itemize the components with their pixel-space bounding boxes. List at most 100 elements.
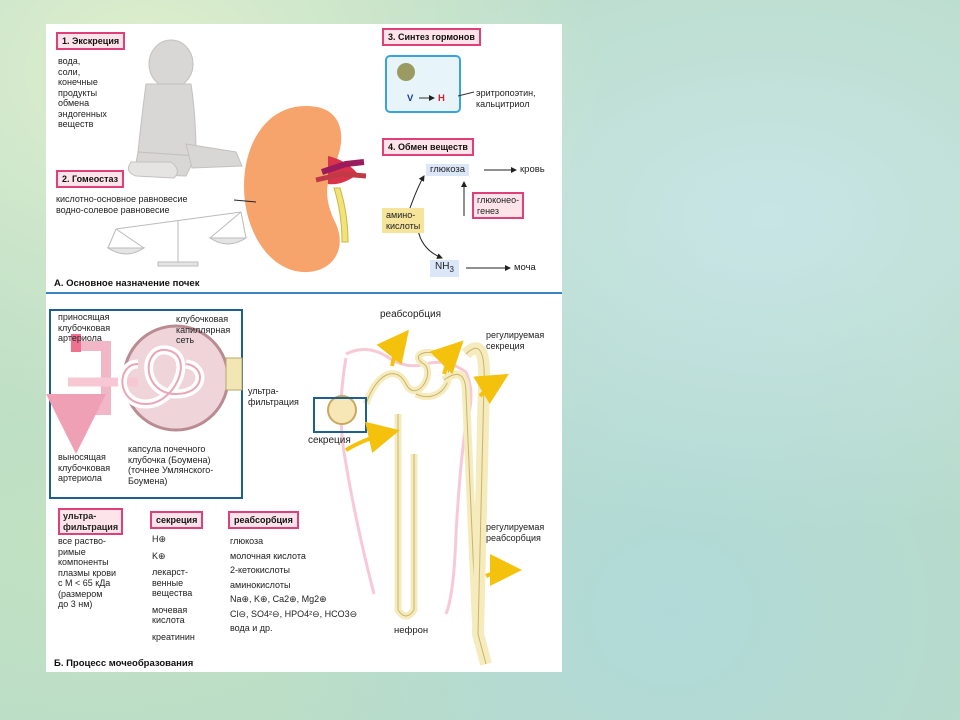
blood-label: кровь xyxy=(520,164,545,175)
reg-secretion-line: регулируемая xyxy=(486,330,545,340)
reabsorption-tag: реабсорбция xyxy=(228,511,299,529)
nh3-subscript: 3 xyxy=(449,265,454,274)
reabsorption-item: глюкоза xyxy=(230,536,264,546)
reabsorption-item: вода и др. xyxy=(230,623,273,633)
ultrafiltration-list: все раство- римые компоненты плазмы кров… xyxy=(58,536,116,610)
secretion-item: мочевая xyxy=(152,604,188,615)
cell-nucleus xyxy=(397,63,415,81)
amino-acids-box: амино- кислоты xyxy=(382,208,425,233)
secretion-item: лекарст- xyxy=(152,567,189,577)
section-b-art xyxy=(46,309,522,666)
efferent-line: выносящая xyxy=(58,452,106,462)
nh3-box: NH3 xyxy=(430,260,459,277)
ultrafiltration-item: до 3 нм) xyxy=(58,599,93,609)
section-a-art xyxy=(106,39,517,273)
excretion-list: вода, соли, конечные продукты обмена энд… xyxy=(58,56,107,130)
reabsorption-item: аминокислоты xyxy=(230,579,291,590)
regulated-secretion-label: регулируемая секреция xyxy=(486,330,544,351)
capsule-line: (точнее Умлянского- xyxy=(128,465,214,475)
ultrafiltration-line: ультра- xyxy=(248,386,279,396)
reabsorption-arrow-label: реабсорбция xyxy=(380,309,441,320)
h-label: H xyxy=(438,93,445,104)
v-label: V xyxy=(407,93,414,104)
ultrafiltration-item: с M < 65 кДа xyxy=(58,578,111,588)
kidney-illustration xyxy=(244,106,367,273)
secretion-list: H⊕ K⊕ лекарст- венные вещества мочевая к… xyxy=(152,534,195,642)
gluconeogenesis-box: глюконео- генез xyxy=(472,192,525,219)
urine-label: моча xyxy=(514,262,536,273)
homeostasis-label: 2. Гомеостаз xyxy=(56,170,125,188)
ultrafiltration-line: фильтрация xyxy=(248,396,299,407)
secretion-item: креатинин xyxy=(152,631,195,642)
excretion-label: 1. Экскреция xyxy=(56,32,126,50)
hormone-cell-box xyxy=(385,55,461,113)
child-illustration xyxy=(127,39,243,179)
efferent-line: клубочковая xyxy=(58,462,111,473)
secretion-item: вещества xyxy=(152,588,193,598)
hormone-products: эритропоэтин, кальцитриол xyxy=(476,88,536,109)
ultrafiltration-item: все раство- xyxy=(58,536,107,546)
capillary-network-label: клубочковая капиллярная сеть xyxy=(176,314,230,346)
reg-reabsorption-line: реабсорбция xyxy=(486,532,541,543)
afferent-line: артериола xyxy=(58,333,102,343)
excretion-item: веществ xyxy=(58,119,94,129)
ultrafiltration-item: римые xyxy=(58,546,86,557)
glomerulus-illustration xyxy=(46,324,243,454)
nephron-zoom-box xyxy=(313,397,367,433)
textbook-page: 1. Экскреция вода, соли, конечные продук… xyxy=(46,24,562,672)
reabsorption-list: глюкоза молочная кислота 2-кетокислоты а… xyxy=(230,534,357,636)
efferent-arteriole-label: выносящая клубочковая артериола xyxy=(58,452,110,484)
hormones-label: 3. Синтез гормонов xyxy=(382,28,481,46)
capsule-line: капсула почечного xyxy=(128,444,206,454)
excretion-item: продукты xyxy=(58,87,98,98)
reabsorption-item: 2-кетокислоты xyxy=(230,565,290,575)
ultrafiltration-tag-line: фильтрация xyxy=(63,521,119,532)
capillary-line: капиллярная xyxy=(176,324,231,335)
reg-secretion-line: секреция xyxy=(486,340,525,351)
reabsorption-item: Na⊕, K⊕, Ca2⊕, Mg2⊕ xyxy=(230,594,327,604)
excretion-item: соли, xyxy=(58,66,81,77)
reabsorption-item: молочная кислота xyxy=(230,550,306,561)
capsule-line: клубочка (Боумена) xyxy=(128,454,211,465)
secretion-item: K⊕ xyxy=(152,550,166,561)
capsule-label: капсула почечного клубочка (Боумена) (то… xyxy=(128,444,213,486)
metabolism-label: 4. Обмен веществ xyxy=(382,138,474,156)
ultrafiltration-item: компоненты xyxy=(58,557,109,567)
efferent-line: артериола xyxy=(58,473,102,483)
hormone-product: кальцитриол xyxy=(476,98,530,109)
section-a-title: А. Основное назначение почек xyxy=(54,278,200,289)
homeostasis-line: водно-солевое равновесие xyxy=(56,204,170,215)
ultrafiltration-item: (размером xyxy=(58,588,103,599)
secretion-arrow-label: секреция xyxy=(308,435,351,446)
ultrafiltration-tag-line: ультра- xyxy=(63,511,97,521)
amino-line: кислоты xyxy=(386,220,421,231)
excretion-item: конечные xyxy=(58,77,98,87)
hormone-product: эритропоэтин, xyxy=(476,88,536,98)
capillary-line: клубочковая xyxy=(176,314,229,324)
section-b-title: Б. Процесс мочеобразования xyxy=(54,658,194,669)
secretion-item: кислота xyxy=(152,615,185,625)
glucose-box: глюкоза xyxy=(426,164,470,176)
capsule-line: Боумена) xyxy=(128,475,168,486)
capillary-line: сеть xyxy=(176,335,195,345)
nh3-text: NH xyxy=(435,261,450,272)
regulated-reabsorption-label: регулируемая реабсорбция xyxy=(486,522,544,543)
ultrafiltration-item: плазмы крови xyxy=(58,567,117,578)
afferent-line: приносящая xyxy=(58,312,110,322)
excretion-item: эндогенных xyxy=(58,108,107,119)
homeostasis-line: кислотно-основное равновесие xyxy=(56,194,188,204)
scales-illustration xyxy=(106,211,248,267)
amino-line: амино- xyxy=(386,210,416,220)
afferent-line: клубочковая xyxy=(58,322,111,333)
gluconeo-line: глюконео- xyxy=(477,195,520,205)
excretion-item: обмена xyxy=(58,98,90,108)
reabsorption-item: Cl⊖, SO4²⊖, HPO4²⊖, HCO3⊖ xyxy=(230,608,358,619)
homeostasis-list: кислотно-основное равновесие водно-солев… xyxy=(56,194,187,215)
secretion-item: H⊕ xyxy=(152,534,167,544)
gluconeo-line: генез xyxy=(477,205,499,216)
afferent-arteriole-label: приносящая клубочковая артериола xyxy=(58,312,110,344)
secretion-item: венные xyxy=(152,577,184,588)
secretion-tag: секреция xyxy=(150,511,204,529)
ultrafiltration-label: ультра- фильтрация xyxy=(248,386,299,407)
nephron-label: нефрон xyxy=(394,625,429,636)
